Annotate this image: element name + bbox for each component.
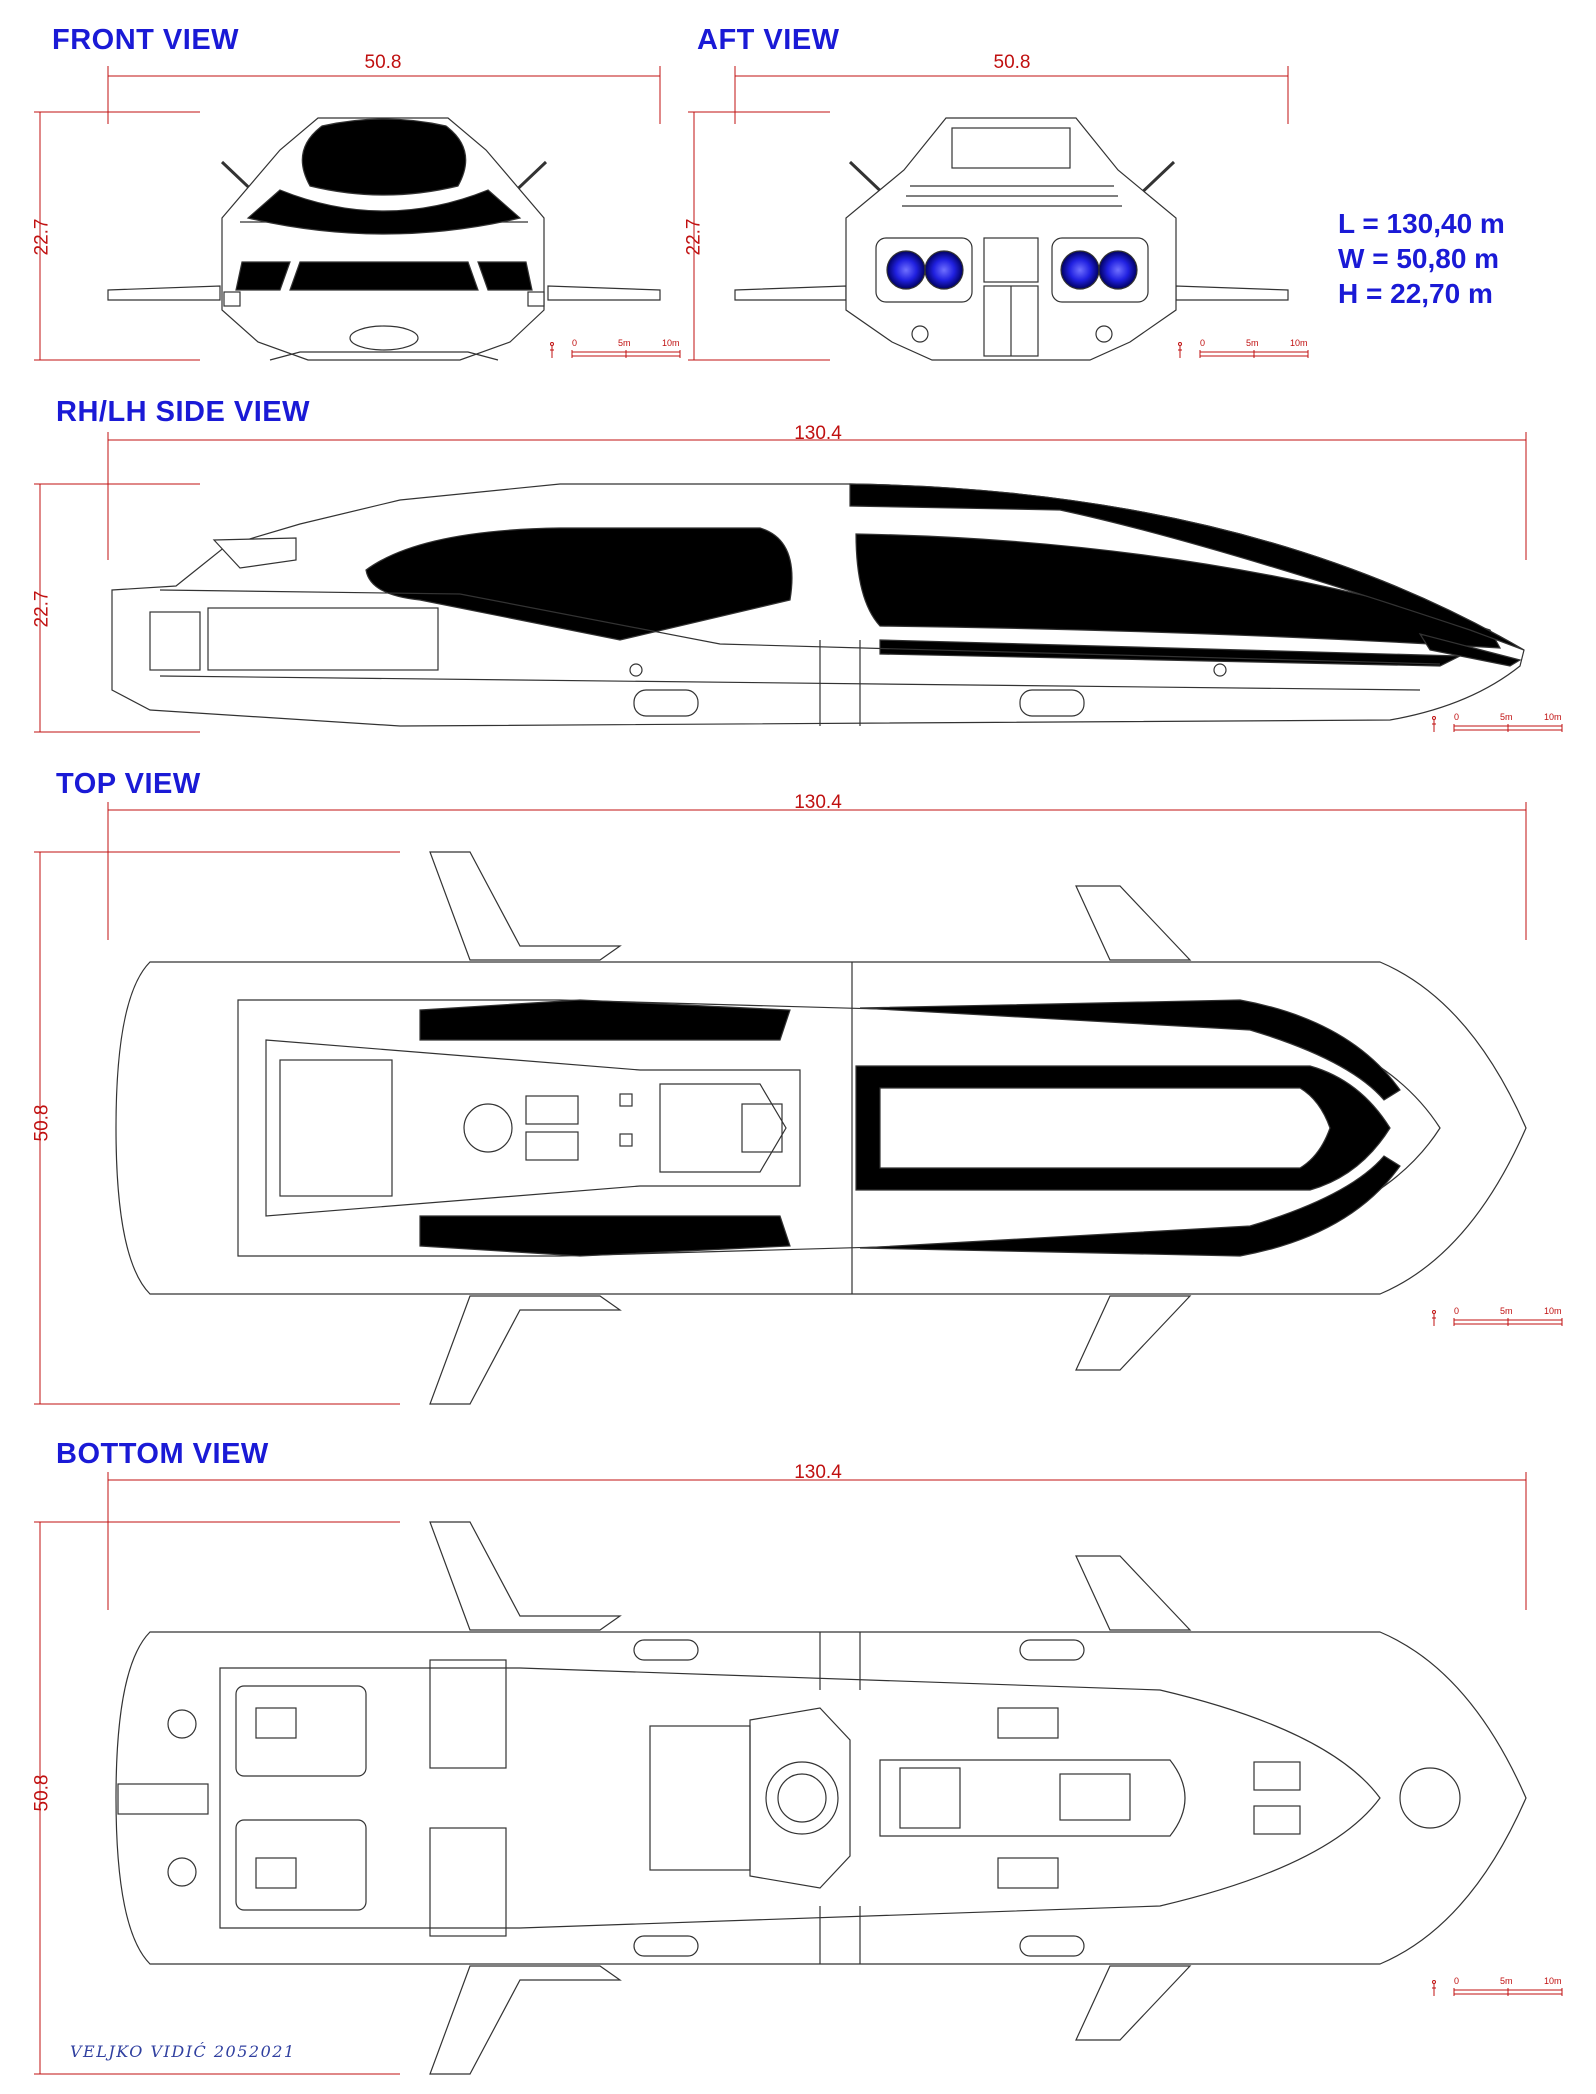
aft-width-dimension: 50.8 — [993, 52, 1031, 73]
scale-start: 0 — [572, 338, 578, 348]
top-view-title: TOP VIEW — [56, 768, 201, 800]
scale-start: 0 — [1454, 712, 1460, 722]
scale-mid: 5m — [618, 338, 631, 348]
spec-height: H = 22,70 m — [1338, 278, 1493, 309]
specs-block: L = 130,40 m W = 50,80 m H = 22,70 m — [1338, 206, 1505, 311]
scale-end: 10m — [662, 338, 680, 348]
side-view-ship — [111, 483, 1525, 727]
dimension-lines — [34, 66, 1527, 2075]
scale-start: 0 — [1200, 338, 1206, 348]
aft-view-ship — [734, 117, 1289, 361]
scale-end: 10m — [1544, 1306, 1562, 1316]
engine-left-inner — [924, 250, 964, 290]
signature: VELJKO VIDIĆ 2052021 — [70, 2042, 296, 2061]
scale-start: 0 — [1454, 1976, 1460, 1986]
scale-end: 10m — [1544, 1976, 1562, 1986]
scale-bar-top: 0 5m 10m — [1432, 1306, 1562, 1346]
aft-view-title: AFT VIEW — [697, 24, 840, 56]
scale-bar-bottom: 0 5m 10m — [1432, 1976, 1562, 2016]
side-length-dimension: 130.4 — [794, 423, 842, 444]
spec-length: L = 130,40 m — [1338, 208, 1505, 239]
engine-right-inner — [1060, 250, 1100, 290]
scale-end: 10m — [1544, 712, 1562, 722]
scale-bar-front: 0 5m 10m — [550, 338, 680, 378]
spec-width: W = 50,80 m — [1338, 243, 1500, 274]
scale-bar-graphics — [550, 342, 1563, 1996]
front-view-title: FRONT VIEW — [52, 24, 240, 56]
engine-right-outer — [1098, 250, 1138, 290]
scale-bar-side: 0 5m 10m — [1432, 712, 1562, 752]
scale-mid: 5m — [1500, 1976, 1513, 1986]
bottom-length-dimension: 130.4 — [794, 1462, 842, 1483]
scale-start: 0 — [1454, 1306, 1460, 1316]
engine-left-outer — [886, 250, 926, 290]
scale-mid: 5m — [1246, 338, 1259, 348]
scale-end: 10m — [1290, 338, 1308, 348]
top-view-ship — [115, 851, 1527, 1405]
scale-mid: 5m — [1500, 712, 1513, 722]
front-view-ship — [107, 117, 661, 361]
scale-bar-aft: 0 5m 10m — [1178, 338, 1308, 378]
scale-mid: 5m — [1500, 1306, 1513, 1316]
side-view-title: RH/LH SIDE VIEW — [56, 396, 311, 428]
bottom-view-ship — [115, 1521, 1527, 2075]
bottom-view-title: BOTTOM VIEW — [56, 1438, 269, 1470]
top-length-dimension: 130.4 — [794, 792, 842, 813]
front-width-dimension: 50.8 — [364, 52, 402, 73]
